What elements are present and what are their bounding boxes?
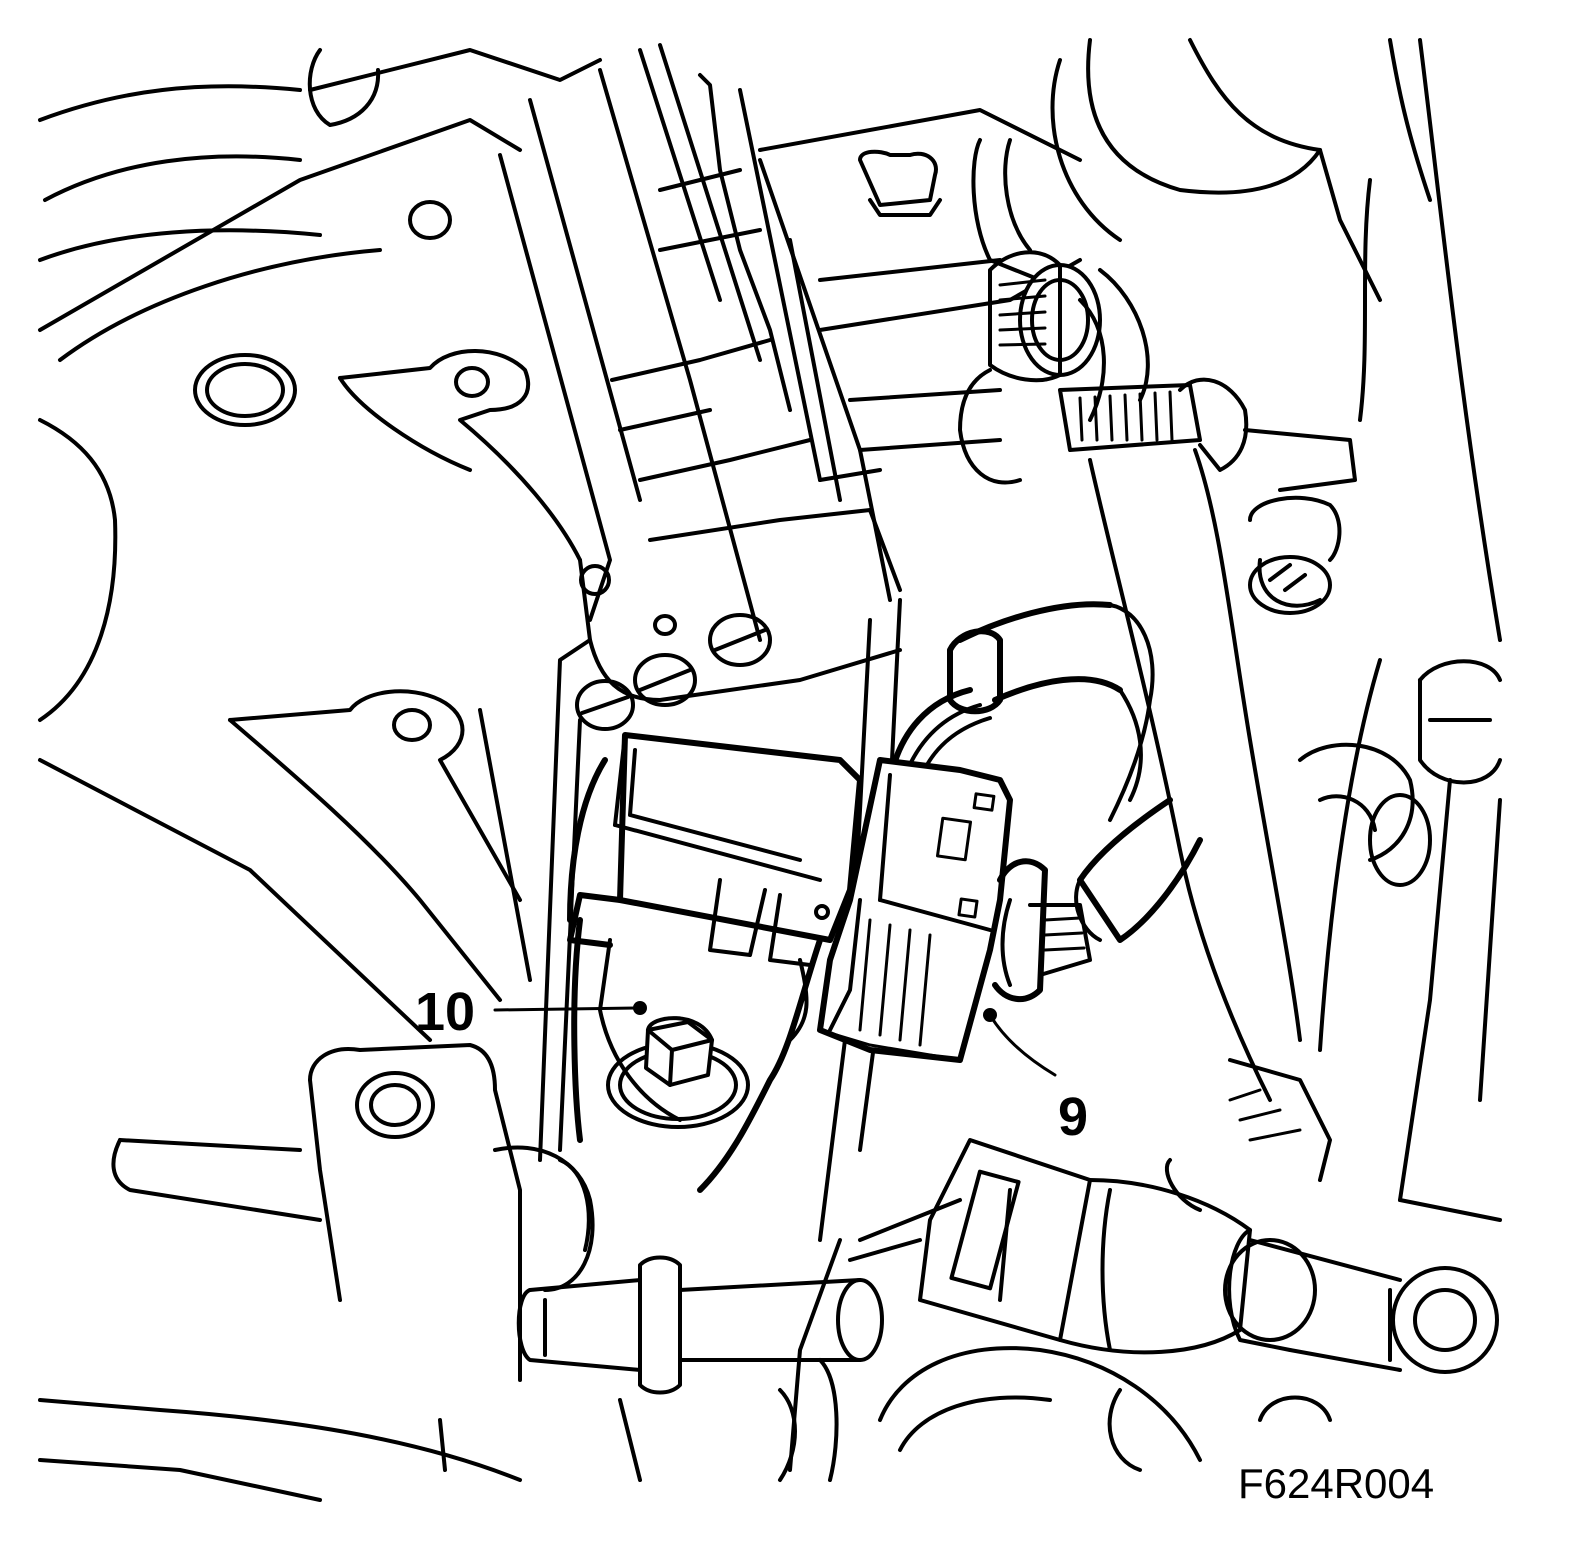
figure-code: F624R004: [1238, 1460, 1434, 1507]
bottom-right-sensor: [918, 1058, 1502, 1422]
coolant-hose: [958, 38, 1357, 1102]
callout-10-leader: [493, 1006, 642, 1012]
bracket-bolts: [575, 564, 772, 731]
callout-9-dot: [983, 1008, 997, 1022]
bottom-center-casing: [438, 1198, 1202, 1482]
callout-10-dot: [633, 1001, 647, 1015]
callout-label-9: 9: [1058, 1087, 1088, 1147]
engine-mount-block: [38, 1043, 595, 1502]
sensor-10-bolt: [606, 1016, 750, 1129]
callout-9-leader: [988, 1013, 1057, 1077]
sensor-9-connector: [817, 757, 1048, 1063]
callout-leaders: [493, 1001, 1057, 1077]
callout-label-10: 10: [415, 982, 475, 1042]
left-engine-block: [38, 48, 602, 1222]
top-intake-assembly: [758, 108, 1082, 452]
bottom-shaft: [516, 1255, 884, 1395]
sensor-10-connector: [567, 732, 863, 1193]
right-side-components: [1248, 38, 1502, 1202]
